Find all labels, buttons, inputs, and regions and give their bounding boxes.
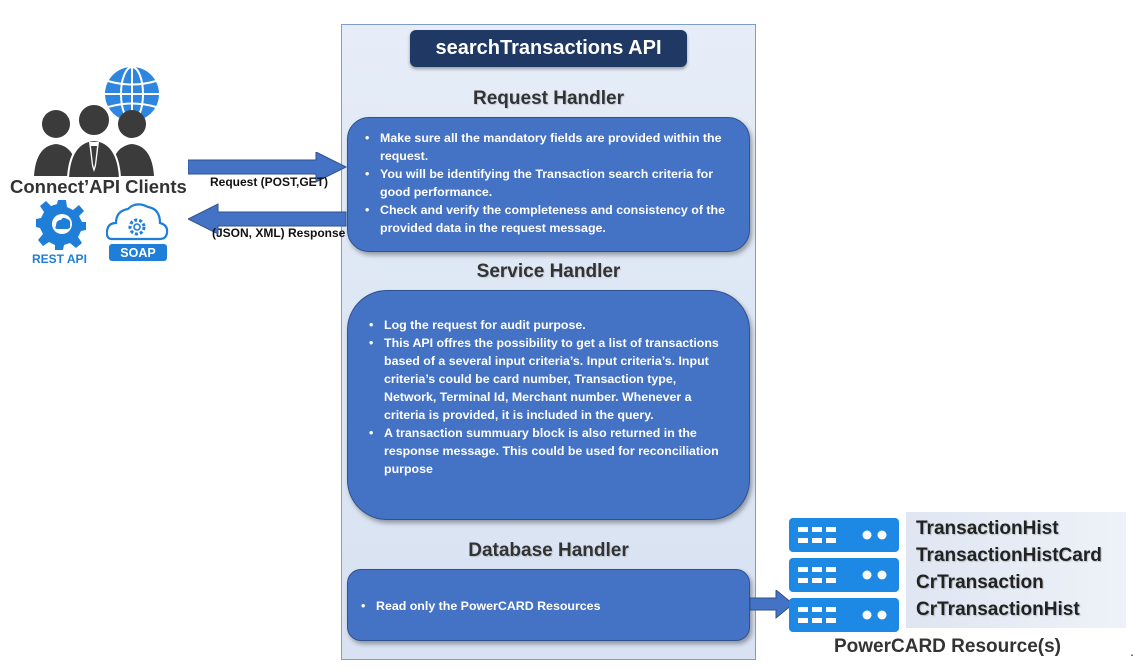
resource-table-name: TransactionHist — [916, 518, 1059, 539]
request-arrow — [188, 152, 348, 183]
service-handler-item: Log the request for audit purpose. — [366, 316, 731, 334]
resource-table-list: TransactionHist TransactionHistCard CrTr… — [906, 512, 1126, 628]
server-icon — [789, 518, 899, 632]
cloud-shape — [106, 203, 169, 241]
database-arrow — [750, 590, 794, 620]
request-handler-item: Make sure all the mandatory fields are p… — [362, 129, 733, 165]
arrows-layer — [188, 152, 348, 235]
soap-label: SOAP — [120, 246, 155, 260]
api-title: searchTransactions API — [410, 30, 687, 67]
database-arrow-layer — [750, 590, 794, 620]
service-handler-item: A transaction summuary block is also ret… — [366, 424, 731, 478]
service-handler-title: Service Handler — [476, 261, 621, 282]
gear-icon — [128, 218, 146, 236]
clients-title: Connect’API Clients — [10, 176, 187, 197]
response-arrow-label: (JSON, XML) Response — [212, 226, 346, 240]
database-handler-item: Read only the PowerCARD Resources — [358, 597, 739, 615]
request-handler-title: Request Handler — [473, 88, 624, 109]
trailing-mark: . — [1130, 643, 1134, 659]
resource-table-name: CrTransactionHist — [916, 599, 1080, 620]
response-arrow — [188, 203, 347, 235]
resources-caption: PowerCARD Resource(s) — [834, 636, 1061, 657]
database-handler-title: Database Handler — [468, 540, 629, 561]
rest-api-icon — [36, 200, 86, 250]
users-icon — [34, 103, 154, 178]
database-handler-box: Read only the PowerCARD Resources — [347, 569, 750, 641]
clients-illustration — [34, 66, 159, 178]
request-arrow-label: Request (POST,GET) — [210, 175, 329, 189]
resource-table-name: TransactionHistCard — [916, 545, 1102, 566]
service-handler-item: This API offres the possibility to get a… — [366, 334, 731, 424]
globe-icon — [105, 66, 159, 122]
request-handler-item: You will be identifying the Transaction … — [362, 165, 733, 201]
request-handler-item: Check and verify the completeness and co… — [362, 201, 733, 237]
service-handler-box: Log the request for audit purpose. This … — [347, 290, 750, 520]
rest-api-label: REST API — [32, 252, 87, 266]
resource-table-name: CrTransaction — [916, 572, 1044, 593]
request-handler-box: Make sure all the mandatory fields are p… — [347, 117, 750, 252]
soap-icon: SOAP — [106, 203, 169, 261]
